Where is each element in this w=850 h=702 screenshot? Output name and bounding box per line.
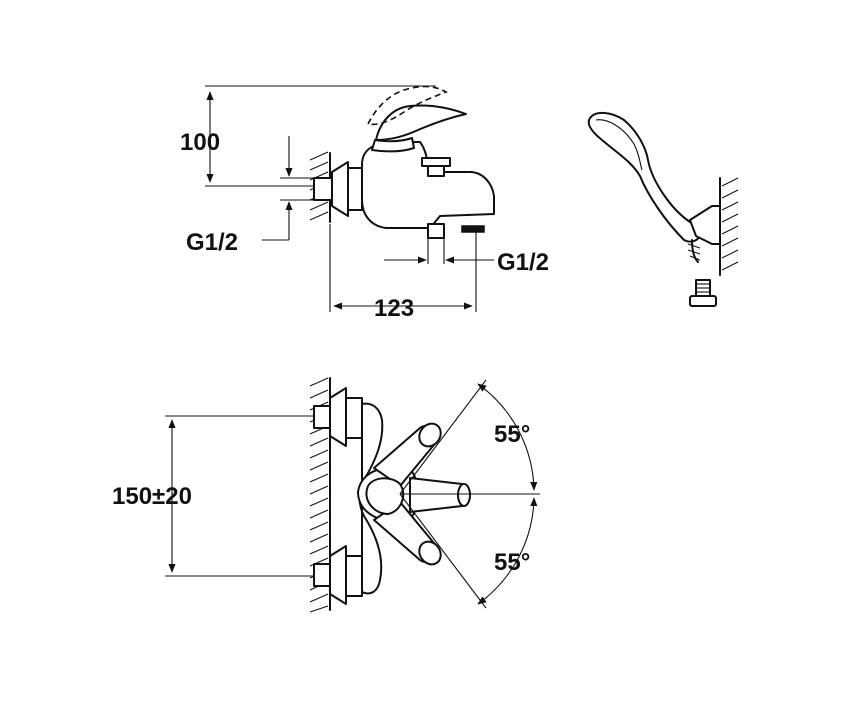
wall-hatch-shower [719, 177, 739, 276]
shower-head-icon [587, 112, 702, 243]
mixer-body-side [361, 85, 495, 239]
label-150: 150±20 [112, 483, 192, 510]
connector-bottom [313, 545, 363, 605]
screw-icon [689, 279, 717, 307]
label-100: 100 [180, 129, 220, 156]
angle-indicator: 55° 55° [399, 379, 540, 609]
label-g12-right: G1/2 [497, 249, 549, 276]
hand-shower-view [587, 112, 739, 307]
label-g12-left: G1/2 [186, 229, 238, 256]
dimension-123: 123 [329, 224, 477, 322]
connector-top [313, 387, 363, 447]
top-view: 55° 55° 150±20 [112, 377, 540, 613]
label-angle-bottom: 55° [494, 549, 530, 576]
dimension-g12-left: G1/2 [186, 136, 314, 256]
dimension-100: 100 [180, 85, 436, 187]
wall-holder [689, 205, 721, 245]
side-view: 100 G1/2 G1/2 123 [180, 85, 549, 322]
label-angle-top: 55° [494, 421, 530, 448]
dimension-g12-right: G1/2 [384, 238, 549, 276]
dimension-150: 150±20 [112, 415, 314, 577]
label-123: 123 [374, 295, 414, 322]
